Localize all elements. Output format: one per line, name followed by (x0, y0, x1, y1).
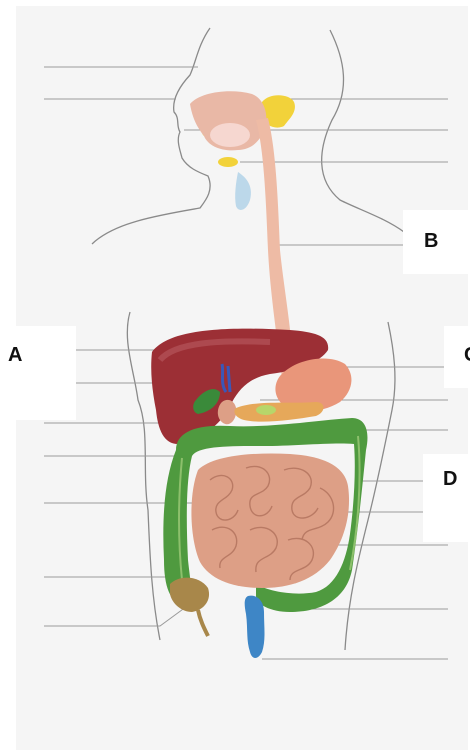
head-profile-line (92, 28, 210, 244)
label-box-a: A (0, 326, 76, 420)
small-intestine (191, 454, 349, 588)
salivary-gland-submandibular (218, 157, 238, 167)
tongue (210, 123, 250, 147)
label-box-b: B (403, 210, 470, 274)
appendix (198, 610, 208, 636)
leader-line (44, 604, 190, 626)
larynx (235, 172, 251, 210)
caecum (170, 578, 209, 612)
right-torso-line (345, 322, 395, 650)
label-b: B (424, 230, 438, 253)
label-box-c: C (444, 326, 470, 388)
label-c: C (464, 344, 470, 367)
label-box-d: D (423, 454, 470, 542)
rectum (245, 596, 265, 658)
label-d: D (443, 468, 457, 491)
spleen (256, 405, 276, 415)
label-a: A (8, 344, 22, 367)
back-neck-line (322, 30, 404, 232)
pancreas (234, 402, 323, 422)
